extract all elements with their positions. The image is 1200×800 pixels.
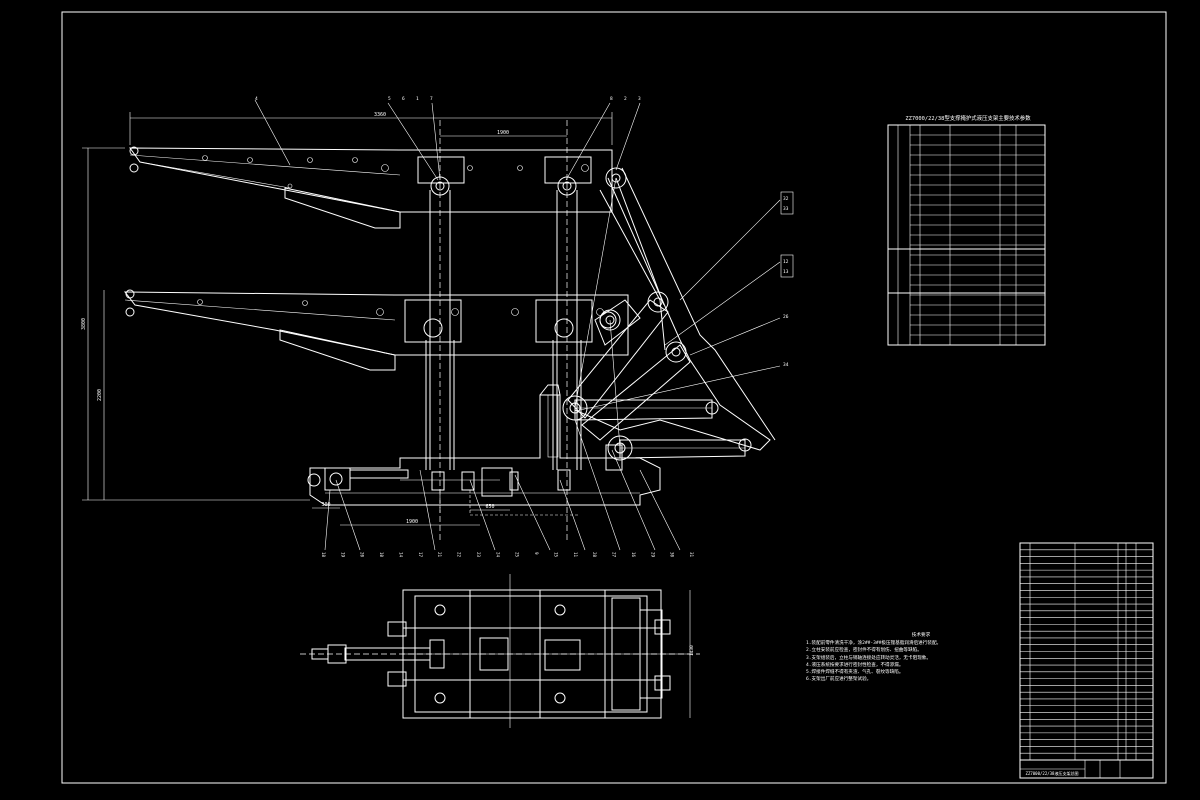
balloon: 17 <box>418 552 423 558</box>
dim-top-length: 3360 <box>374 112 386 118</box>
table-title: ZZ7000/22/38型支撑掩护式液压支架主要技术参数 <box>905 114 1031 122</box>
top-canopy-lowered <box>123 289 629 371</box>
balloon: 14 <box>398 552 403 558</box>
balloon: 24 <box>495 552 500 558</box>
balloon: 7 <box>430 96 433 102</box>
dim-plan-width: 1430 <box>689 645 695 656</box>
balloon: 19 <box>340 552 345 558</box>
balloon: 28 <box>592 552 597 558</box>
balloon: 27 <box>612 552 617 558</box>
balloon: 13 <box>783 269 789 275</box>
dim-height-max: 3800 <box>81 318 87 330</box>
balloon: 4 <box>255 96 258 102</box>
note-line: 6.支架出厂前应进行整架试验。 <box>806 677 872 683</box>
dim-base-a: 1900 <box>406 519 418 525</box>
balloon: 22 <box>457 552 462 558</box>
balloon: 15 <box>553 552 558 558</box>
balloon: 30 <box>670 552 675 558</box>
balloon: 8 <box>610 96 613 102</box>
note-line: 1.装配前零件清洗干净，涂2##-3##极压锂基脂润滑后进行装配。 <box>806 641 942 647</box>
note-line: 4.液压系统按要求进行密封性检查，不得渗漏。 <box>806 662 904 668</box>
note-line: 2.立柱安装前应检查，密封件不得有划伤、扭曲等缺陷。 <box>806 648 922 654</box>
dimension-lines: 3360 1900 3800 2200 1900 650 300 <box>81 112 613 526</box>
balloon-labels-bottom: 18 19 20 10 14 17 21 22 23 24 25 9 15 11 28 27 16 29 30 31 <box>321 552 694 558</box>
technical-notes: 技术要求 1.装配前零件清洗干净，涂2##-3##极压锂基脂润滑后进行装配。 2… <box>806 632 1006 683</box>
notes-title: 技术要求 <box>911 633 931 638</box>
balloon-labels-top: 4 5 6 1 7 8 2 3 <box>255 96 641 102</box>
balloon: 3 <box>638 96 641 102</box>
balloon: 20 <box>360 552 365 558</box>
base-frame <box>307 384 661 516</box>
hydraulic-columns <box>425 120 582 540</box>
balloon: 34 <box>783 362 789 368</box>
caving-shield-linkage <box>562 167 776 461</box>
dim-height-min: 2200 <box>97 389 103 401</box>
balloon: 18 <box>321 552 326 558</box>
balloon: 16 <box>631 552 636 558</box>
balloon: 25 <box>515 552 520 558</box>
parameter-table: ZZ7000/22/38型支撑掩护式液压支架主要技术参数 <box>887 114 1046 346</box>
leader-lines <box>254 99 781 551</box>
dim-column-spacing: 1900 <box>497 130 509 136</box>
balloon: 9 <box>534 552 539 555</box>
top-canopy-raised <box>129 146 627 229</box>
balloon: 6 <box>402 96 405 102</box>
dim-base-c: 300 <box>321 502 330 508</box>
balloon: 21 <box>437 552 442 558</box>
balloon: 10 <box>379 552 384 558</box>
balloon: 31 <box>689 552 694 558</box>
note-line: 5.焊接件焊缝不得有夹渣、气孔、裂纹等缺陷。 <box>806 670 904 676</box>
plan-view: 1430 <box>300 574 700 728</box>
balloon: 12 <box>783 259 789 265</box>
balloon: 5 <box>388 96 391 102</box>
balloon: 29 <box>650 552 655 558</box>
balloon: 2 <box>624 96 627 102</box>
sheet-border <box>61 11 1167 784</box>
balloon-labels-right: 32 33 12 13 26 34 <box>780 191 794 368</box>
parts-list: ZZ7000/22/38液压支架总图 <box>1019 542 1154 779</box>
balloon: 1 <box>416 96 419 102</box>
side-view-elevation: 3360 1900 3800 2200 1900 650 300 <box>81 96 794 558</box>
title-block-name: ZZ7000/22/38液压支架总图 <box>1026 770 1079 776</box>
balloon: 23 <box>476 552 481 558</box>
balloon: 26 <box>783 314 789 320</box>
balloon: 32 <box>783 196 789 202</box>
dim-base-b: 650 <box>485 504 494 510</box>
balloon: 33 <box>783 206 789 212</box>
balloon: 11 <box>573 552 578 558</box>
note-line: 3.支架组装后，立柱与销轴连接处应转动灵活，无卡阻现象。 <box>806 655 931 661</box>
